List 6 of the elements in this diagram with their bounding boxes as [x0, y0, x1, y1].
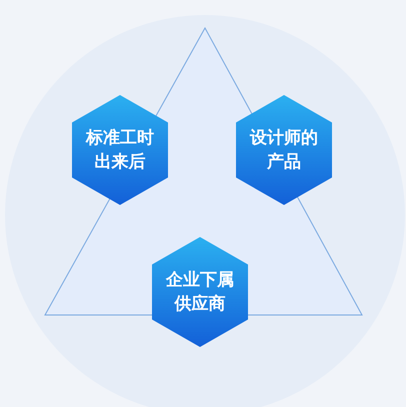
hexagon-node: [152, 237, 248, 347]
hexagon-label: 标准工时出来后: [86, 127, 154, 174]
hexagon-label: 设计师的产品: [250, 127, 318, 174]
hexagon-node: [236, 95, 332, 205]
hexagon-label: 企业下属供应商: [166, 269, 234, 316]
hexagon-node: [72, 95, 168, 205]
